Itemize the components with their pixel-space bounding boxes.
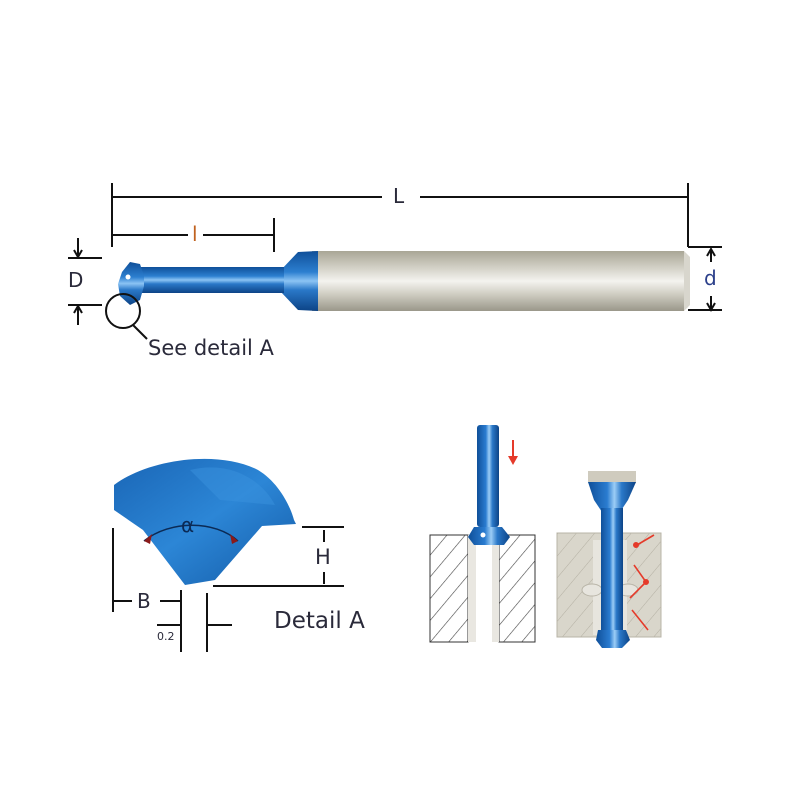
tool-neck — [132, 267, 284, 293]
cutting-head — [118, 262, 144, 305]
shank-chamfer — [684, 251, 690, 311]
label-d: d — [704, 266, 717, 290]
dimension-d — [688, 246, 722, 313]
label-L: L — [393, 184, 405, 208]
dimension-L — [111, 183, 722, 248]
dimension-D — [68, 238, 102, 325]
tool-collar — [280, 251, 318, 311]
usage-view-chamfer — [556, 471, 662, 648]
detail-a-title: Detail A — [274, 608, 365, 634]
dimension-H — [213, 526, 344, 587]
usage-view-entry — [429, 425, 536, 643]
chamfer-tool-head — [588, 482, 636, 512]
label-l: l — [192, 222, 198, 246]
cutting-path-arrows — [629, 534, 655, 631]
entry-tool-shank — [477, 425, 499, 527]
angle-arc — [143, 524, 239, 542]
dimension-B — [112, 528, 232, 652]
label-alpha: α — [181, 513, 195, 537]
detail-a-view — [112, 458, 344, 652]
label-tip: 0.2 — [157, 630, 175, 643]
dimension-l — [112, 218, 275, 252]
see-detail-callout: See detail A — [148, 336, 274, 360]
label-H: H — [315, 545, 331, 569]
label-D: D — [68, 268, 84, 292]
feed-arrow-down — [508, 440, 518, 465]
tool-shank — [312, 251, 684, 311]
label-B: B — [137, 589, 151, 613]
detail-callout-circle — [105, 293, 141, 329]
main-tool-view — [68, 183, 722, 340]
entry-tool-head — [468, 527, 510, 545]
chamfer-tool-neck — [601, 508, 623, 638]
